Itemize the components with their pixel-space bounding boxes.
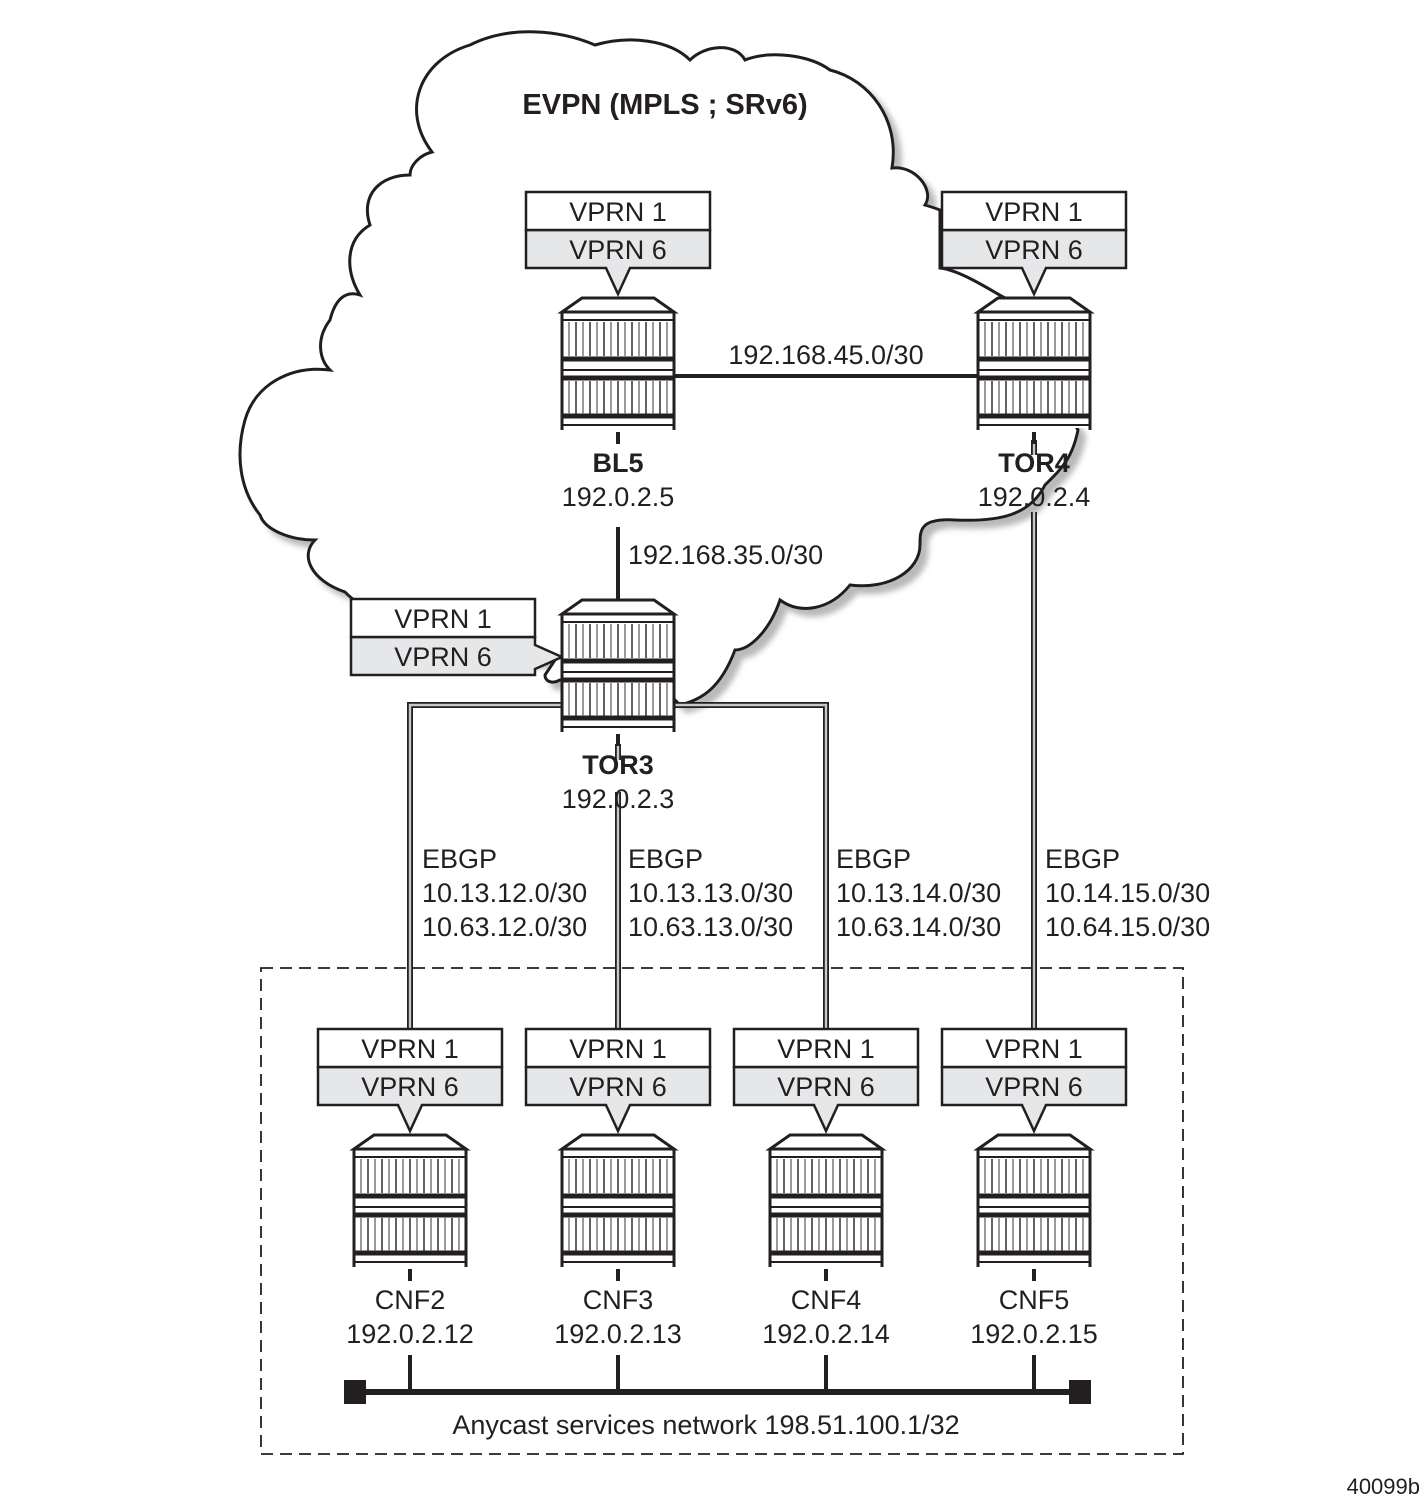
router-icon xyxy=(557,1133,679,1267)
vprn-6-label: VPRN 6 xyxy=(394,642,492,672)
vprn-6-label: VPRN 6 xyxy=(569,1072,667,1102)
ebgp-links xyxy=(407,440,1037,1029)
router-cnf3[interactable]: VPRN 1 VPRN 6 CNF3 192.0.2.13 xyxy=(524,1027,712,1349)
vprn-6-label: VPRN 6 xyxy=(985,235,1083,265)
ebgp-subnet-label: 10.13.12.0/30 xyxy=(422,878,587,908)
router-name: CNF3 xyxy=(583,1285,654,1315)
vprn-callout: VPRN 1 VPRN 6 xyxy=(316,1027,504,1134)
figure-id: 40099b xyxy=(1346,1474,1420,1499)
ebgp-subnet-label: 10.63.12.0/30 xyxy=(422,912,587,942)
vprn-callout: VPRN 1 VPRN 6 xyxy=(524,1027,712,1134)
ebgp-subnet-label: 10.13.14.0/30 xyxy=(836,878,1001,908)
vprn-1-label: VPRN 1 xyxy=(361,1034,459,1064)
vprn-callout: VPRN 1 VPRN 6 xyxy=(524,190,712,297)
vprn-callout: VPRN 1 VPRN 6 xyxy=(940,190,1128,297)
router-icon xyxy=(349,1133,471,1267)
vprn-6-label: VPRN 6 xyxy=(361,1072,459,1102)
ebgp-subnet-label: 10.14.15.0/30 xyxy=(1045,878,1210,908)
router-icon xyxy=(973,1133,1095,1267)
ebgp-protocol-label: EBGP xyxy=(422,844,497,874)
ebgp-subnet-label: 10.63.13.0/30 xyxy=(628,912,793,942)
link-bl5-tor3-subnet: 192.168.35.0/30 xyxy=(628,540,823,570)
router-name: CNF2 xyxy=(375,1285,446,1315)
ebgp-subnet-label: 10.13.13.0/30 xyxy=(628,878,793,908)
vprn-1-label: VPRN 1 xyxy=(985,197,1083,227)
bus-end-right xyxy=(1069,1380,1091,1404)
router-ip: 192.0.2.5 xyxy=(562,482,675,512)
router-icon xyxy=(557,598,679,732)
router-icon xyxy=(557,296,679,430)
anycast-bus: Anycast services network 198.51.100.1/32 xyxy=(344,1355,1091,1440)
vprn-6-label: VPRN 6 xyxy=(569,235,667,265)
vprn-1-label: VPRN 1 xyxy=(394,604,492,634)
vprn-6-label: VPRN 6 xyxy=(985,1072,1083,1102)
ebgp-labels: EBGP 10.13.12.0/30 10.63.12.0/30 EBGP 10… xyxy=(422,844,1210,942)
ebgp-protocol-label: EBGP xyxy=(628,844,703,874)
vprn-callout: VPRN 1 VPRN 6 xyxy=(940,1027,1128,1134)
router-ip: 192.0.2.12 xyxy=(346,1319,474,1349)
router-ip: 192.0.2.13 xyxy=(554,1319,682,1349)
vprn-1-label: VPRN 1 xyxy=(985,1034,1083,1064)
vprn-1-label: VPRN 1 xyxy=(569,197,667,227)
ebgp-link-tor3-cnf2 xyxy=(407,702,562,1029)
ebgp-subnet-label: 10.63.14.0/30 xyxy=(836,912,1001,942)
vprn-callout: VPRN 1 VPRN 6 xyxy=(349,597,566,677)
bus-end-left xyxy=(344,1380,366,1404)
anycast-services-boundary xyxy=(260,967,1184,1455)
ebgp-link-tor3-cnf4 xyxy=(674,702,829,1029)
router-name: TOR3 xyxy=(582,750,654,780)
router-ip: 192.0.2.14 xyxy=(762,1319,890,1349)
ebgp-protocol-label: EBGP xyxy=(836,844,911,874)
router-tor4[interactable]: VPRN 1 VPRN 6 TOR4 192.0.2.4 xyxy=(940,190,1128,512)
router-ip: 192.0.2.4 xyxy=(978,482,1091,512)
ebgp-subnet-label: 10.64.15.0/30 xyxy=(1045,912,1210,942)
router-ip: 192.0.2.3 xyxy=(562,784,675,814)
cloud-label: EVPN (MPLS ; SRv6) xyxy=(522,89,807,121)
router-bl5[interactable]: VPRN 1 VPRN 6 BL5 192.0.2.5 xyxy=(524,190,712,512)
router-tor3[interactable]: VPRN 1 VPRN 6 TOR3 192.0.2.3 xyxy=(349,597,679,814)
vprn-1-label: VPRN 1 xyxy=(569,1034,667,1064)
router-cnf2[interactable]: VPRN 1 VPRN 6 CNF2 192.0.2.12 xyxy=(316,1027,504,1349)
anycast-network-label: Anycast services network 198.51.100.1/32 xyxy=(452,1410,959,1440)
router-ip: 192.0.2.15 xyxy=(970,1319,1098,1349)
ebgp-protocol-label: EBGP xyxy=(1045,844,1120,874)
router-icon xyxy=(973,296,1095,430)
router-icon xyxy=(765,1133,887,1267)
link-bl5-tor4-subnet: 192.168.45.0/30 xyxy=(728,340,923,370)
router-name: CNF5 xyxy=(999,1285,1070,1315)
router-cnf5[interactable]: VPRN 1 VPRN 6 CNF5 192.0.2.15 xyxy=(940,1027,1128,1349)
vprn-1-label: VPRN 1 xyxy=(777,1034,875,1064)
core-links: 192.168.45.0/30 192.168.35.0/30 xyxy=(616,340,979,600)
vprn-6-label: VPRN 6 xyxy=(777,1072,875,1102)
router-name: BL5 xyxy=(592,448,643,478)
vprn-callout: VPRN 1 VPRN 6 xyxy=(732,1027,920,1134)
router-cnf4[interactable]: VPRN 1 VPRN 6 CNF4 192.0.2.14 xyxy=(732,1027,920,1349)
router-name: CNF4 xyxy=(791,1285,862,1315)
router-name: TOR4 xyxy=(998,448,1070,478)
